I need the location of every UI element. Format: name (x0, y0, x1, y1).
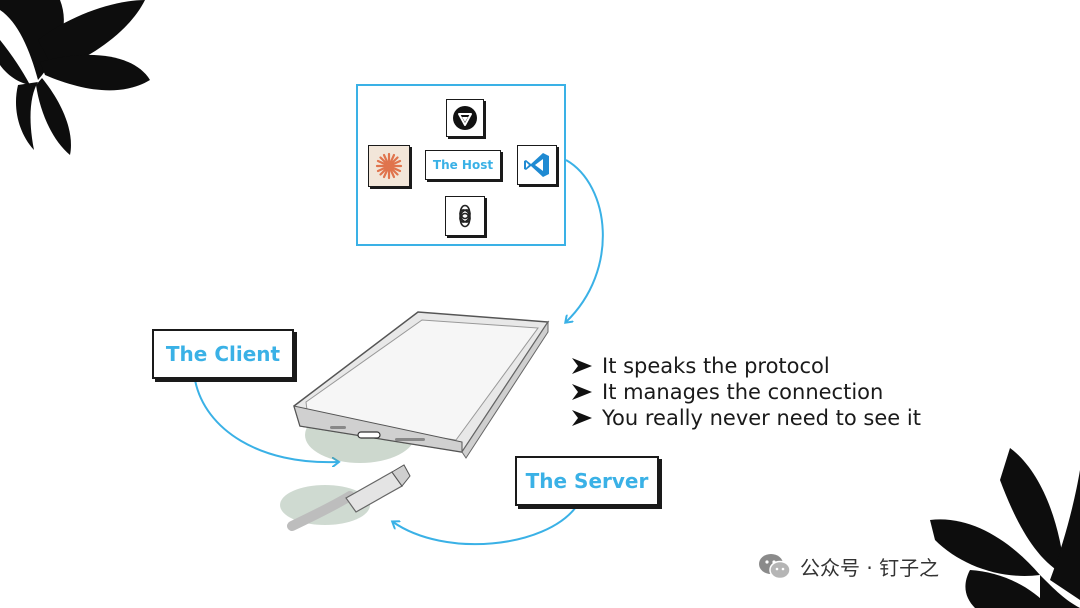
bottom-right-leaves (930, 448, 1080, 608)
vscode-app-tile (517, 145, 557, 185)
wechat-icon (759, 553, 791, 579)
client-badge: The Client (152, 329, 294, 379)
usb-cable (287, 464, 411, 531)
arrow-bullet-icon (572, 358, 592, 374)
server-label: The Server (525, 469, 649, 493)
claude-app-tile (368, 145, 410, 187)
host-label-tile: The Host (425, 150, 501, 180)
client-to-phone-arrow (194, 379, 338, 462)
client-label: The Client (165, 342, 281, 366)
bullet-list: It speaks the protocol It manages the co… (570, 353, 990, 431)
server-to-cable-arrow (393, 506, 577, 546)
host-to-client-arrow (566, 159, 604, 322)
arrow-bullet-icon (572, 410, 592, 426)
bullet-item: It manages the connection (570, 379, 990, 405)
claude-icon (375, 152, 403, 180)
bullet-text: It speaks the protocol (602, 354, 830, 378)
openai-icon (459, 204, 471, 228)
watermark: 公众号 · 钉子之 (758, 552, 939, 581)
bullet-text: You really never need to see it (602, 406, 921, 430)
vscode-icon (524, 153, 549, 177)
cursor-icon (453, 106, 477, 130)
arrow-bullet-icon (572, 384, 592, 400)
cursor-app-tile (446, 99, 484, 137)
bullet-item: You really never need to see it (570, 405, 990, 431)
phone (293, 311, 550, 459)
server-badge: The Server (515, 456, 659, 506)
openai-app-tile (445, 196, 485, 236)
host-label: The Host (432, 158, 494, 172)
bullet-item: It speaks the protocol (570, 353, 990, 379)
bullet-text: It manages the connection (602, 380, 884, 404)
watermark-text: 公众号 · 钉子之 (800, 556, 940, 580)
top-left-leaves (0, 0, 150, 155)
